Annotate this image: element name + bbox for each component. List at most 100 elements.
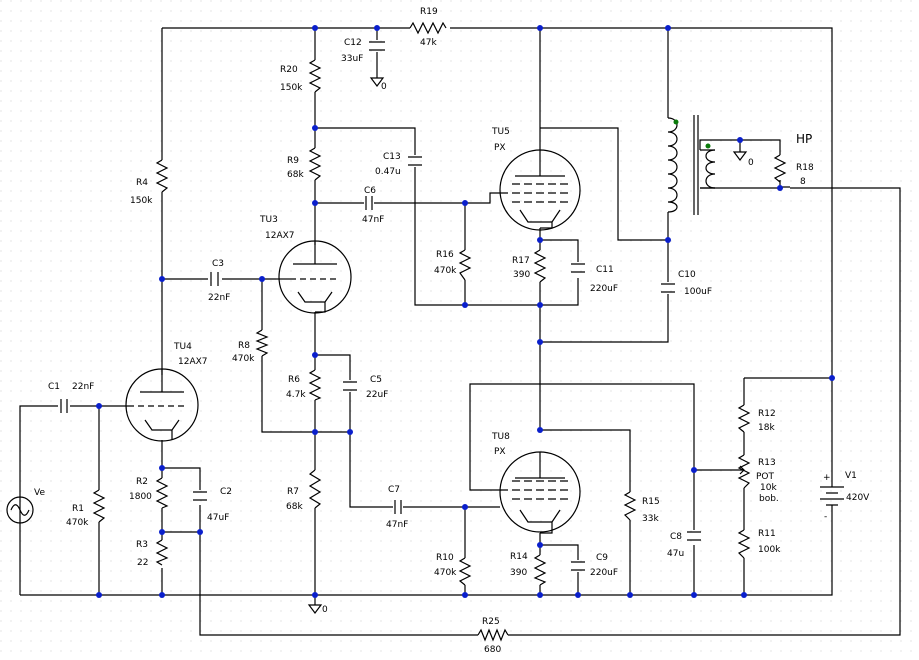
resistor-r19[interactable] — [409, 21, 447, 35]
label-v1-minus: - — [824, 512, 827, 522]
label-gnd-2: 0 — [748, 158, 754, 168]
label-r12-value: 18k — [758, 423, 775, 433]
label-tu8-ref: TU8 — [491, 432, 510, 442]
resistor-r18[interactable] — [773, 154, 787, 183]
label-tu5-value: PX — [494, 143, 506, 153]
label-c11-ref: C11 — [596, 265, 614, 275]
resistor-r11[interactable] — [737, 529, 751, 559]
resistor-r17[interactable] — [533, 249, 547, 283]
resistor-r25[interactable] — [477, 628, 509, 642]
label-r10-value: 470k — [434, 568, 457, 578]
capacitor-c5[interactable] — [343, 381, 357, 391]
label-r3-ref: R3 — [136, 540, 148, 550]
capacitor-c9[interactable] — [571, 561, 585, 571]
resistor-r15[interactable] — [623, 491, 637, 521]
resistor-r6[interactable] — [308, 369, 322, 401]
wires — [19, 27, 901, 636]
signal-source-ve[interactable] — [6, 496, 34, 524]
label-v1-ref: V1 — [845, 471, 857, 481]
ground-icon — [732, 151, 748, 161]
pot-wiper-arrow — [738, 465, 745, 475]
tube-tu8[interactable] — [499, 451, 581, 534]
label-c7-ref: C7 — [388, 485, 400, 495]
resistor-r2[interactable] — [155, 477, 169, 509]
resistor-r4[interactable] — [155, 159, 169, 193]
label-c9-ref: C9 — [596, 553, 608, 563]
ground-icon — [369, 77, 385, 87]
label-r7-value: 68k — [286, 502, 303, 512]
label-r19-value: 47k — [420, 38, 437, 48]
label-r9-value: 68k — [287, 170, 304, 180]
label-tu4-value: 12AX7 — [178, 357, 208, 367]
capacitor-c11[interactable] — [571, 263, 585, 273]
label-r16-value: 470k — [434, 266, 457, 276]
capacitor-c13[interactable] — [408, 156, 422, 166]
label-r6-ref: R6 — [288, 375, 300, 385]
resistor-r14[interactable] — [533, 554, 547, 586]
label-r6-value: 4.7k — [286, 390, 306, 400]
capacitor-c6[interactable] — [365, 196, 373, 210]
label-r17-ref: R17 — [512, 256, 530, 266]
label-c6-value: 47nF — [362, 215, 384, 225]
junction-dots — [96, 25, 835, 598]
capacitor-c8[interactable] — [687, 531, 701, 541]
label-v1-value: 420V — [846, 493, 870, 503]
label-c12-ref: C12 — [344, 38, 362, 48]
label-r3-value: 22 — [137, 558, 148, 568]
tube-tu3[interactable] — [278, 240, 352, 314]
resistors — [92, 21, 787, 642]
resistor-r3[interactable] — [155, 539, 169, 566]
label-r13-ref: R13 — [758, 458, 776, 468]
label-c10-value: 100uF — [684, 287, 712, 297]
label-r15-ref: R15 — [642, 497, 660, 507]
label-c8-ref: C8 — [670, 532, 682, 542]
label-r2-ref: R2 — [136, 477, 148, 487]
tube-tu5[interactable] — [499, 149, 581, 231]
resistor-r8[interactable] — [255, 329, 269, 357]
label-r13-value2: 10k — [760, 483, 777, 493]
label-r11-ref: R11 — [758, 529, 776, 539]
label-c3-value: 22nF — [208, 293, 230, 303]
label-c11-value: 220uF — [590, 284, 618, 294]
label-c1-ref: C1 — [48, 382, 60, 392]
label-tu4-ref: TU4 — [173, 342, 192, 352]
label-c3-ref: C3 — [212, 259, 224, 269]
resistor-r16[interactable] — [458, 249, 472, 281]
label-c9-value: 220uF — [590, 568, 618, 578]
battery-v1[interactable] — [820, 378, 844, 512]
capacitor-c1[interactable] — [60, 399, 68, 413]
label-tu5-ref: TU5 — [491, 127, 510, 137]
label-r1-ref: R1 — [72, 504, 84, 514]
label-r25-value: 680 — [484, 645, 501, 655]
capacitor-c3[interactable] — [210, 272, 219, 286]
tube-tu4[interactable] — [125, 368, 199, 442]
label-c2-ref: C2 — [220, 487, 232, 497]
label-c5-ref: C5 — [370, 375, 382, 385]
resistor-r10[interactable] — [458, 557, 472, 586]
label-r16-ref: R16 — [436, 250, 454, 260]
label-r17-value: 390 — [513, 270, 530, 280]
output-transformer[interactable] — [667, 115, 716, 215]
label-c10-ref: C10 — [678, 270, 696, 280]
label-c13-value: 0.47u — [375, 167, 401, 177]
label-r20-value: 150k — [280, 83, 303, 93]
label-hp: HP — [796, 132, 812, 146]
resistor-r12[interactable] — [737, 404, 751, 433]
capacitor-c2[interactable] — [193, 491, 207, 501]
resistor-r1[interactable] — [92, 489, 106, 523]
label-r14-ref: R14 — [510, 552, 528, 562]
label-r10-ref: R10 — [436, 553, 454, 563]
capacitor-c7[interactable] — [394, 500, 402, 514]
capacitor-c10[interactable] — [661, 283, 675, 293]
resistor-r20[interactable] — [308, 59, 322, 93]
resistor-r7[interactable] — [308, 469, 322, 509]
capacitor-c12[interactable] — [369, 41, 385, 51]
label-gnd-3: 0 — [322, 605, 328, 615]
label-r14-value: 390 — [510, 568, 527, 578]
resistor-r9[interactable] — [308, 147, 322, 181]
label-r7-ref: R7 — [287, 487, 299, 497]
label-r25-ref: R25 — [482, 617, 500, 627]
label-c13-ref: C13 — [383, 152, 401, 162]
label-tu8-value: PX — [494, 447, 506, 457]
